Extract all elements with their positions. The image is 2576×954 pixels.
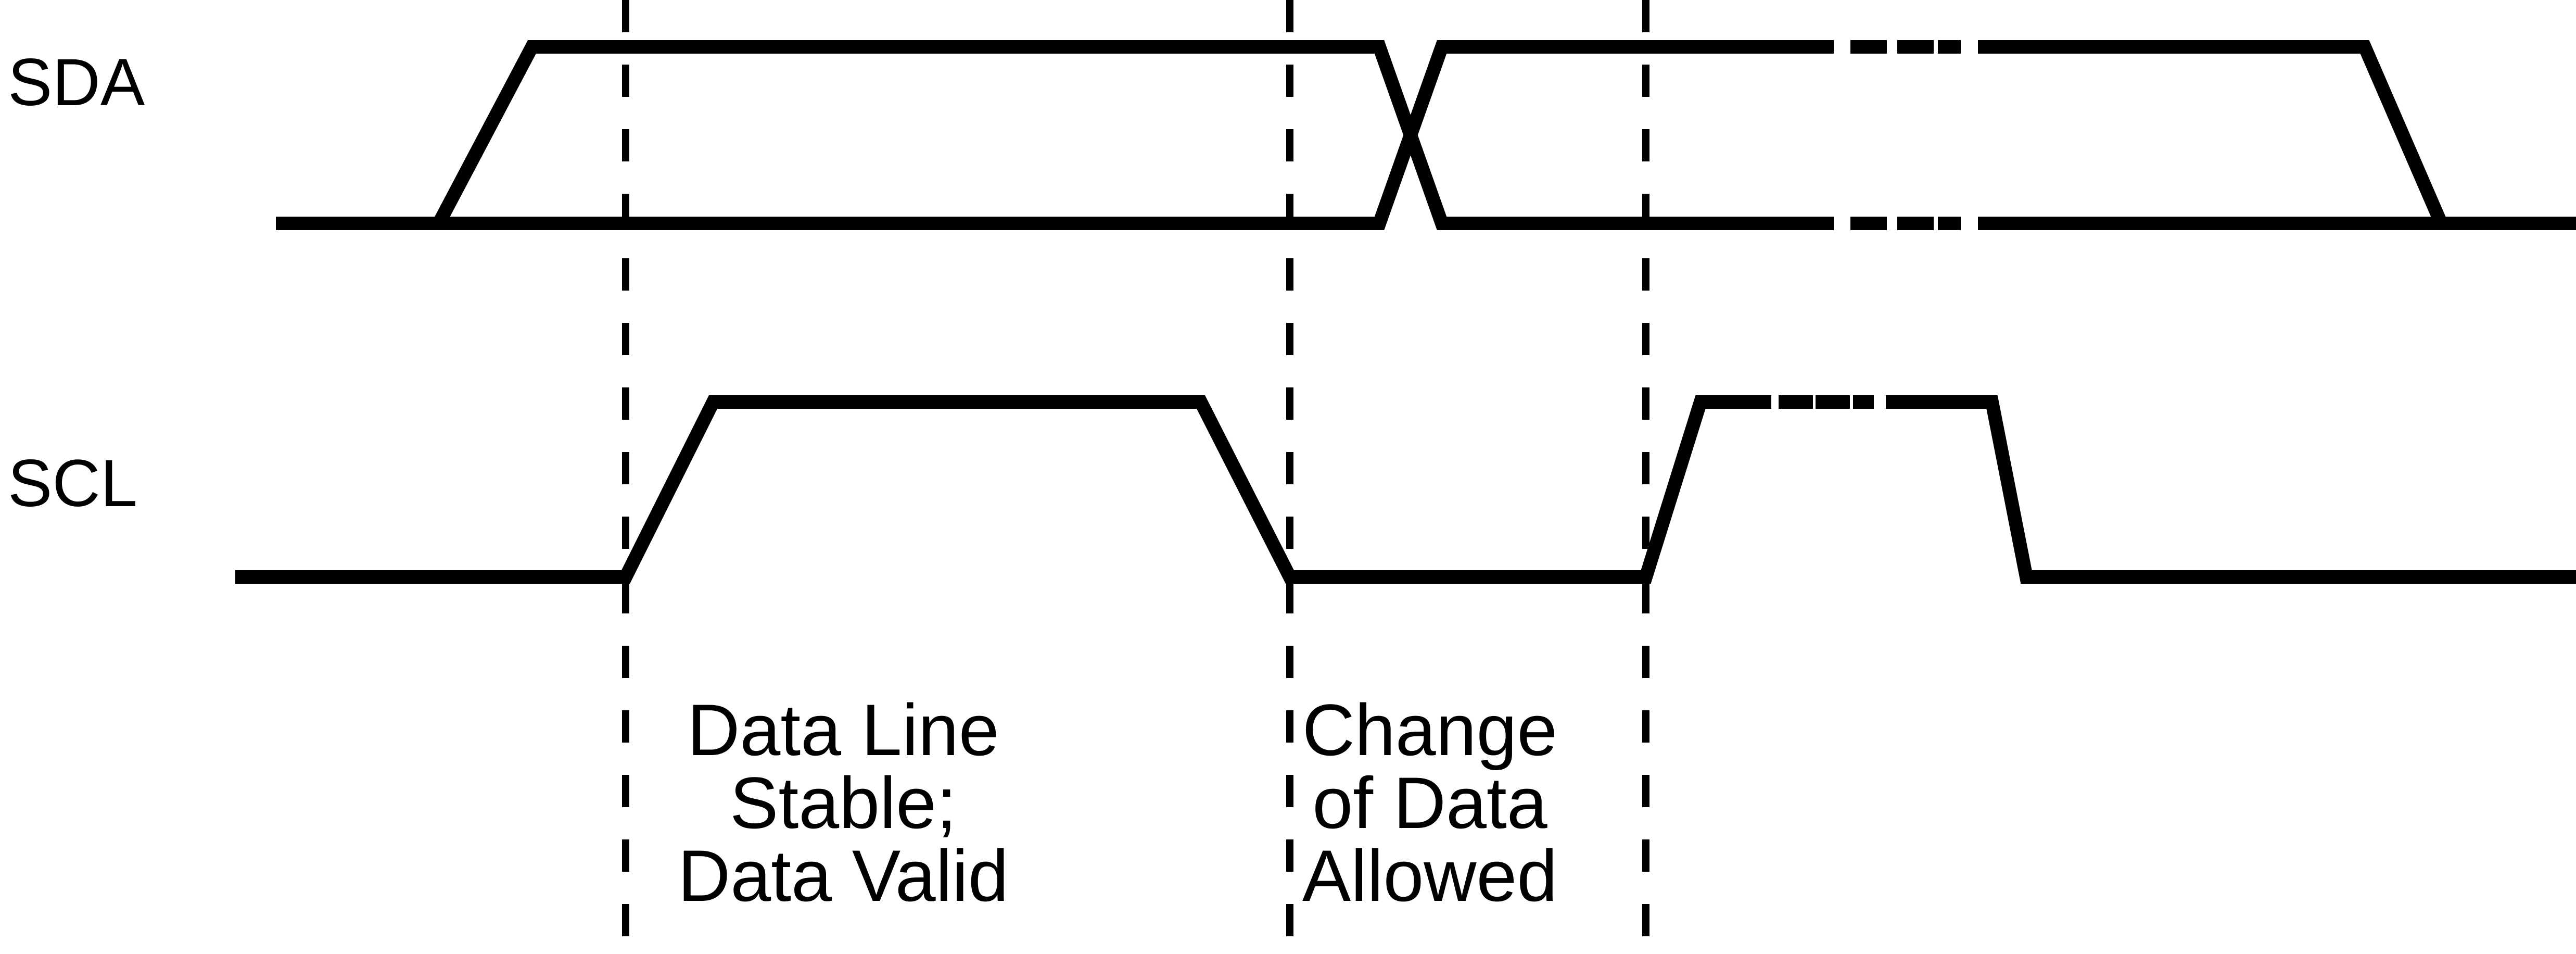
change-allowed-note-line-1: Change <box>1302 689 1557 771</box>
sda-waveform <box>276 40 2576 230</box>
data-stable-note-line-3: Data Valid <box>678 835 1009 917</box>
data-stable-note-line-2: Stable; <box>730 762 957 844</box>
data-stable-note-line-1: Data Line <box>687 689 999 771</box>
sda-lower-trace <box>276 40 2576 230</box>
change-allowed-note-line-3: Allowed <box>1302 835 1557 917</box>
sda-break-dashes <box>1850 40 1961 230</box>
scl-waveform <box>235 395 2576 584</box>
vertical-marker-lines <box>622 0 1649 954</box>
scl-trace <box>235 395 2576 584</box>
signal-label-scl: SCL <box>8 446 137 521</box>
change-allowed-note-line-2: of Data <box>1312 762 1547 844</box>
signal-label-sda: SDA <box>8 45 145 120</box>
